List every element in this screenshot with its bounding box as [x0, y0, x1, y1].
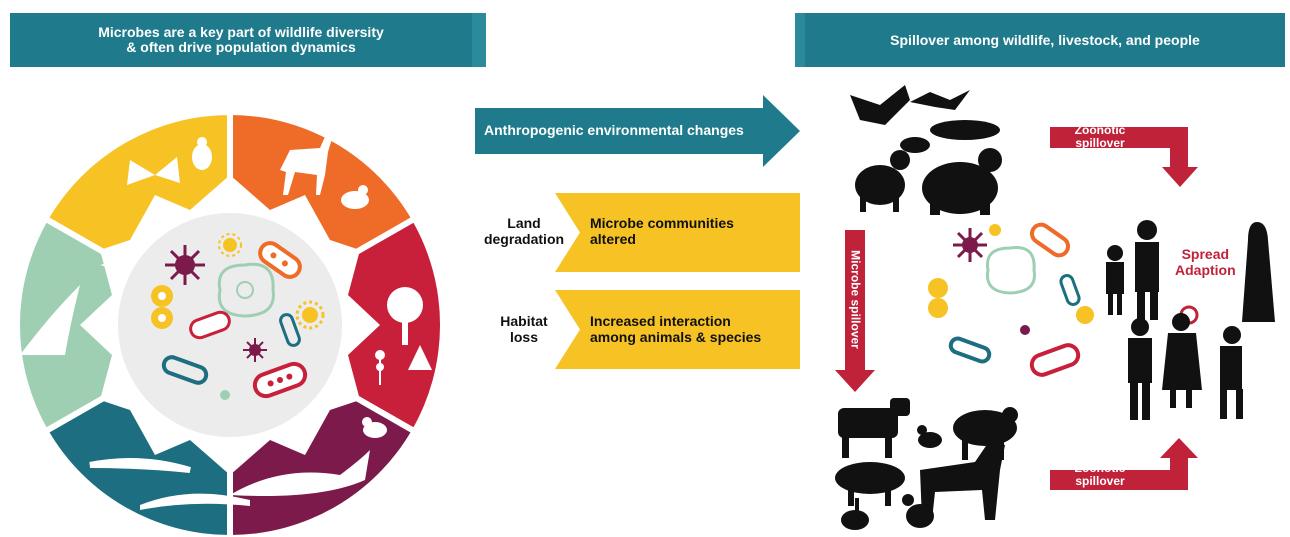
biodiversity-wheel [19, 113, 441, 537]
microbe-spillover-arrow [835, 230, 875, 392]
adult-walking-icon [1135, 220, 1159, 320]
rabbit-icon [841, 498, 869, 530]
lizard-icon [89, 458, 191, 473]
driver-effect-2: Increased interaction among animals & sp… [590, 313, 762, 345]
flower-icon [375, 350, 385, 385]
right-banner: Spillover among wildlife, livestock, and… [795, 13, 1285, 67]
zoonotic-label-bottom: Zoonotic spillover [1074, 461, 1126, 488]
driver-cause-2: Habitat loss [500, 313, 548, 345]
veiled-woman-icon [1242, 222, 1275, 322]
child-icon [1106, 245, 1124, 315]
tree-icon [387, 287, 423, 345]
driver-effect-1: Microbe communities altered [590, 215, 734, 247]
driver-cause-1: Land degradation [483, 215, 565, 247]
beetle-icon [192, 137, 212, 170]
spiral-icon [279, 313, 301, 347]
bacillus-icon [258, 241, 302, 279]
spread-adaption-label: Spread Adaption [1175, 246, 1236, 278]
people-group [1106, 220, 1275, 420]
monkey-icon [855, 150, 910, 212]
small-virus-icon [243, 338, 267, 362]
zoonotic-arrow-top [1050, 127, 1198, 187]
iguana-icon [140, 493, 250, 510]
duck-icon [850, 85, 910, 125]
pig-icon [835, 462, 905, 506]
man-walking-icon [1220, 326, 1243, 419]
microbe-cluster [151, 233, 325, 400]
driver-box-2 [555, 290, 800, 369]
bird-small-icon [362, 417, 387, 438]
zoonotic-arrow-bottom [1050, 438, 1198, 490]
coccus-chain-icon [151, 285, 173, 329]
chimpanzee-icon [922, 148, 1002, 215]
gull-icon [100, 257, 130, 271]
sun-microbe-icon [218, 233, 242, 257]
virus-icon [165, 245, 205, 285]
flagella-bacterium-icon [252, 361, 308, 399]
whale-icon [230, 450, 370, 496]
amoeba-icon [217, 262, 275, 318]
zoonotic-label-top: Zoonotic spillover [1074, 123, 1126, 150]
microbe-spillover-label: Microbe spillover [848, 250, 863, 349]
wildlife-group [850, 85, 1002, 215]
duck-small-icon [917, 425, 942, 448]
wheel-segment-plants [333, 220, 441, 430]
chicken-icon [902, 494, 934, 528]
spillover-microbe-cluster [928, 222, 1094, 377]
left-banner-text: Microbes are a key part of wildlife dive… [98, 24, 384, 55]
right-banner-text: Spillover among wildlife, livestock, and… [890, 31, 1200, 48]
livestock-group [835, 398, 1018, 530]
driver-box-1 [555, 193, 800, 272]
weasel-icon [341, 185, 369, 209]
bacterium-icon [189, 310, 231, 340]
deer-icon [280, 130, 334, 195]
horse-icon [920, 440, 1005, 520]
rat-icon [900, 137, 930, 153]
anthropogenic-label: Anthropogenic environmental changes [484, 122, 744, 138]
star-microbe-icon [295, 300, 325, 330]
woman-walking-icon [1162, 313, 1202, 408]
bat-icon [910, 90, 970, 110]
small-coccus-icon [220, 390, 230, 400]
cow-icon [838, 398, 910, 458]
platypus-icon [930, 120, 1000, 140]
goose-icon [20, 285, 80, 355]
rod-icon [161, 355, 209, 385]
man-standing-icon [1128, 318, 1152, 420]
moth-icon [127, 157, 180, 185]
wheel-segment-birds [19, 220, 127, 430]
left-banner: Microbes are a key part of wildlife dive… [10, 13, 486, 67]
anthropogenic-arrow [475, 95, 800, 167]
wheel-segment-insects [48, 114, 230, 265]
grass-icon [408, 345, 432, 370]
